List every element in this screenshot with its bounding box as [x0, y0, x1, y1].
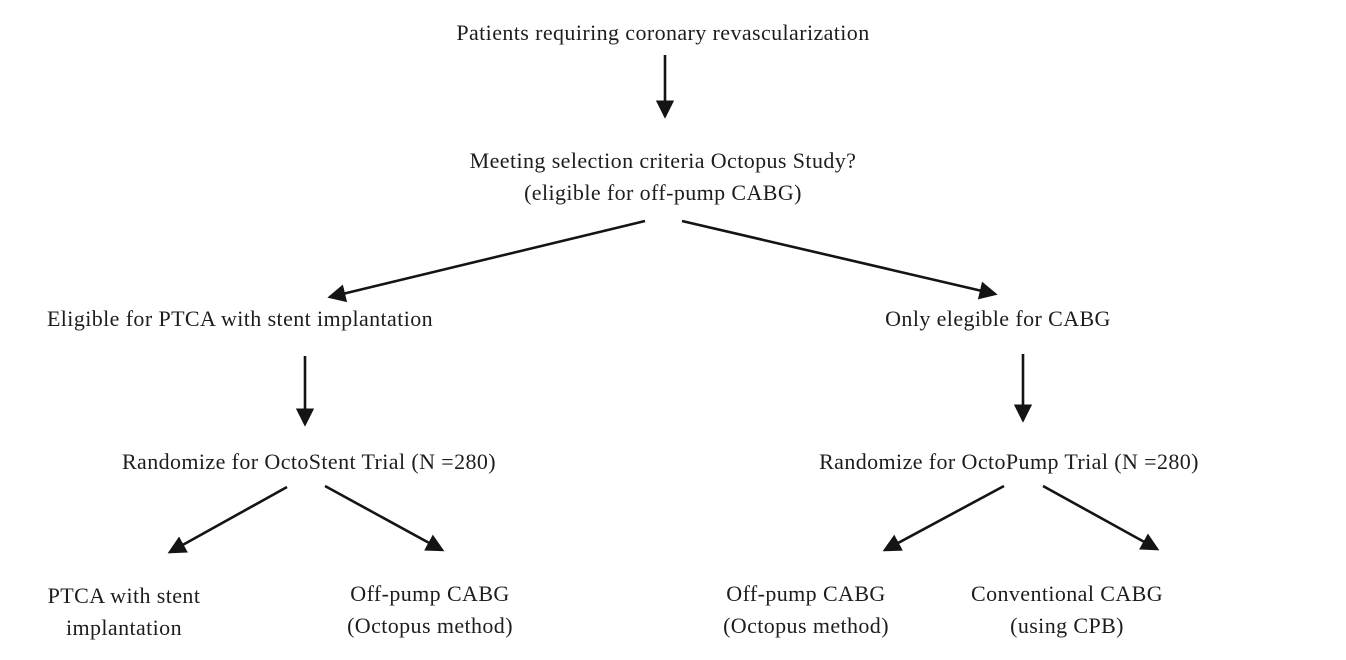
node-eligible-ptca-label: Eligible for PTCA with stent implantatio… [46, 306, 434, 331]
node-patients-label: Patients requiring coronary revasculariz… [456, 20, 870, 45]
node-eligible-ptca: Eligible for PTCA with stent implantatio… [47, 303, 433, 335]
node-only-eligible-cabg: Only elegible for CABG [885, 303, 1111, 335]
node-arm-conventional-cabg-line2: (using CPB) [1010, 613, 1124, 638]
node-arm-ptca-stent-line1: PTCA with stent [47, 583, 201, 608]
node-arm-offpump-right: Off-pump CABG (Octopus method) [723, 578, 889, 642]
arrow-selection-to-ptca-eligible [327, 219, 646, 303]
node-arm-ptca-stent: PTCA with stent implantation [48, 580, 201, 644]
arrow-octopump-to-conventional-arm [1042, 484, 1160, 551]
node-selection-line1: Meeting selection criteria Octopus Study… [469, 148, 857, 173]
node-selection-line2: (eligible for off-pump CABG) [524, 180, 802, 205]
arrow-octopump-to-offpump-arm [882, 484, 1005, 552]
arrow-octostent-to-offpump-arm [324, 484, 445, 552]
node-arm-conventional-cabg: Conventional CABG (using CPB) [971, 578, 1163, 642]
node-randomize-octostent: Randomize for OctoStent Trial (N =280) [122, 446, 496, 478]
node-randomize-octostent-label: Randomize for OctoStent Trial (N =280) [121, 449, 497, 474]
node-arm-offpump-right-line2: (Octopus method) [723, 613, 889, 638]
node-only-eligible-cabg-label: Only elegible for CABG [885, 306, 1111, 331]
node-randomize-octopump: Randomize for OctoPump Trial (N =280) [819, 446, 1199, 478]
arrow-octostent-to-ptca-arm [167, 485, 288, 554]
node-arm-offpump-right-line1: Off-pump CABG [726, 581, 886, 606]
arrow-selection-to-cabg-only [681, 219, 998, 300]
node-randomize-octopump-label: Randomize for OctoPump Trial (N =280) [819, 449, 1199, 474]
node-arm-offpump-left-line1: Off-pump CABG [350, 581, 510, 606]
node-arm-ptca-stent-line2: implantation [65, 615, 182, 640]
node-patients-root: Patients requiring coronary revasculariz… [456, 17, 869, 49]
node-selection-criteria: Meeting selection criteria Octopus Study… [470, 145, 857, 209]
node-arm-offpump-left-line2: (Octopus method) [347, 613, 513, 638]
node-arm-conventional-cabg-line1: Conventional CABG [971, 581, 1163, 606]
node-arm-offpump-left: Off-pump CABG (Octopus method) [347, 578, 513, 642]
